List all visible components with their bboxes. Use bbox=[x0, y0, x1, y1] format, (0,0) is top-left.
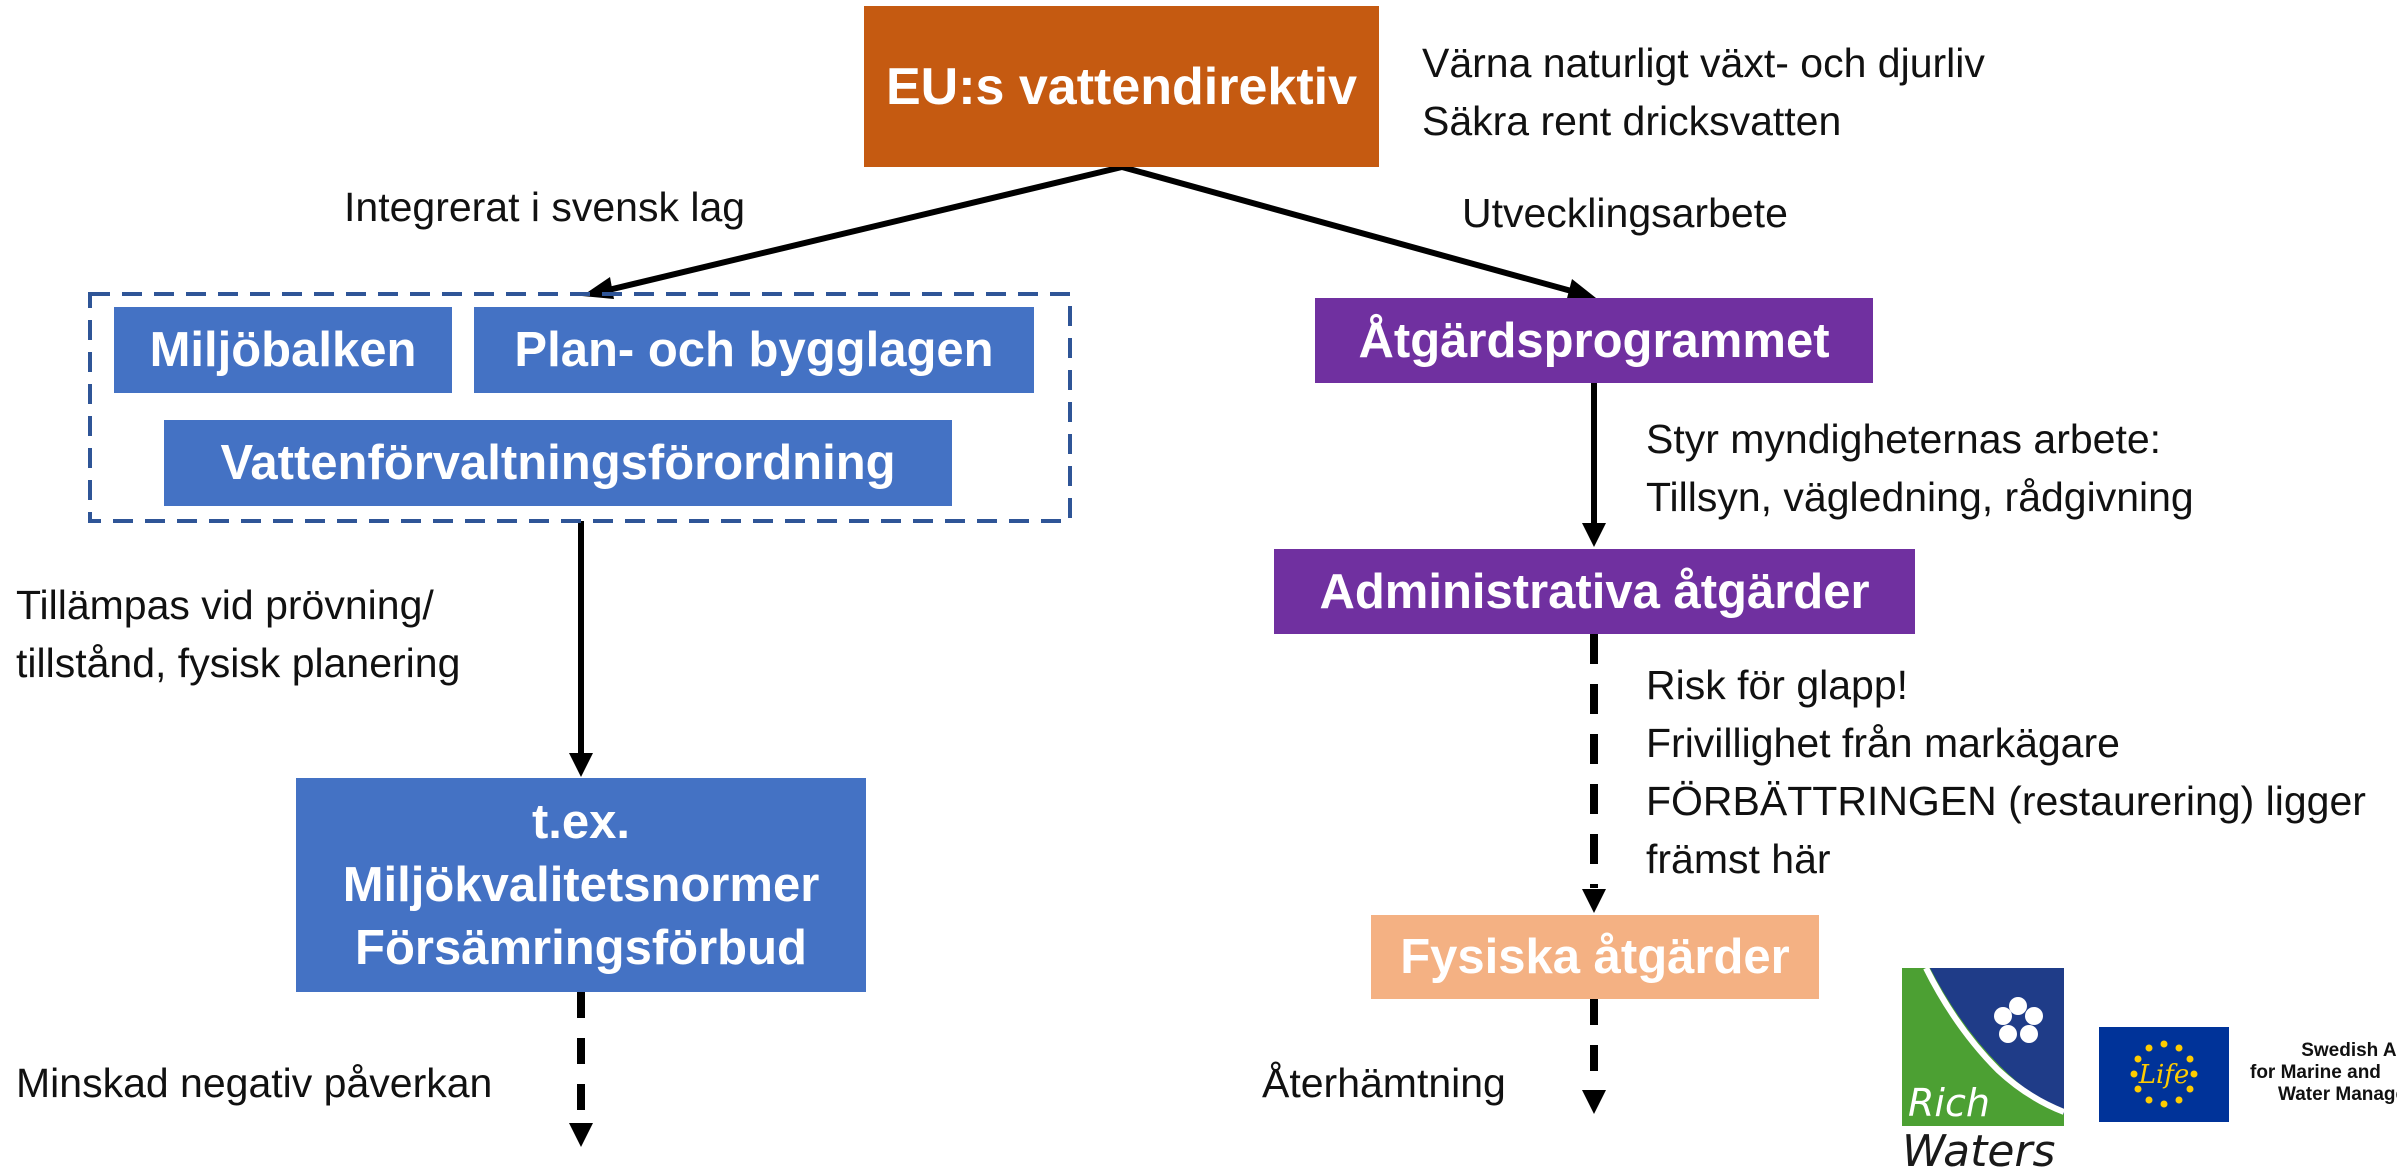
vattenforvaltningsforordning-label: Vattenförvaltningsförordning bbox=[220, 436, 896, 490]
gap-line: Frivillighet från markägare bbox=[1646, 720, 2120, 766]
fysiska-atgarder-label: Fysiska åtgärder bbox=[1400, 930, 1790, 984]
steer-line: Styr myndigheternas arbete: bbox=[1646, 416, 2162, 462]
gap-line: FÖRBÄTTRINGEN (restaurering) ligger bbox=[1646, 778, 2366, 824]
gap-line: främst här bbox=[1646, 836, 1831, 882]
goal-line: Säkra rent dricksvatten bbox=[1422, 98, 1842, 144]
arrow-eu-to-program bbox=[1121, 164, 1596, 302]
administrativa-atgarder-label: Administrativa åtgärder bbox=[1319, 564, 1870, 619]
plan-och-bygglagen-box: Plan- och bygglagen bbox=[474, 307, 1034, 393]
eu-life-logo: Life bbox=[2099, 1027, 2229, 1122]
example-line: t.ex. bbox=[531, 794, 631, 849]
life-text: Life bbox=[2138, 1060, 2190, 1090]
arrow-admin-to-physical bbox=[1582, 634, 1606, 913]
miljobalken-box: Miljöbalken bbox=[114, 307, 452, 393]
right-branch-label: Utvecklingsarbete bbox=[1462, 190, 1788, 236]
flower-icon bbox=[1994, 997, 2043, 1043]
right-outcome-label: Återhämtning bbox=[1262, 1060, 1506, 1106]
arrow-physical-outcome bbox=[1582, 999, 1606, 1114]
agency-line: Water Management bbox=[2278, 1084, 2397, 1105]
apply-line: tillstånd, fysisk planering bbox=[16, 640, 461, 686]
agency-name: Swedish Agency for Marine and Water Mana… bbox=[2250, 1040, 2397, 1106]
laws-dashed-frame bbox=[88, 292, 1072, 523]
atgardsprogrammet-box: Åtgärdsprogrammet bbox=[1315, 298, 1873, 383]
vattenforvaltningsforordning-box: Vattenförvaltningsförordning bbox=[164, 420, 952, 506]
apply-line: Tillämpas vid prövning/ bbox=[16, 582, 434, 628]
rich-waters-emblem: Rich Waters bbox=[1902, 966, 2066, 1176]
steer-label: Styr myndigheternas arbete: Tillsyn, väg… bbox=[1646, 410, 2194, 526]
logo-rich-text: Rich bbox=[1908, 1081, 1990, 1125]
administrativa-atgarder-box: Administrativa åtgärder bbox=[1274, 549, 1915, 634]
steer-line: Tillsyn, vägledning, rådgivning bbox=[1646, 474, 2194, 520]
arrow-program-to-admin bbox=[1582, 383, 1606, 547]
eu-water-directive-title: EU:s vattendirektiv bbox=[885, 57, 1358, 116]
atgardsprogrammet-label: Åtgärdsprogrammet bbox=[1358, 313, 1830, 368]
eu-stars-icon bbox=[2130, 1040, 2198, 1108]
fysiska-atgarder-box: Fysiska åtgärder bbox=[1371, 915, 1819, 999]
agency-line: for Marine and bbox=[2250, 1062, 2381, 1083]
gap-notes: Risk för glapp! Frivillighet från markäg… bbox=[1646, 656, 2366, 888]
left-outcome-label: Minskad negativ påverkan bbox=[16, 1060, 493, 1106]
goal-line: Värna naturligt växt- och djurliv bbox=[1422, 40, 1985, 86]
eu-flag-emblem: Life bbox=[2099, 1027, 2229, 1122]
arrow-laws-to-example bbox=[569, 521, 593, 777]
miljobalken-label: Miljöbalken bbox=[149, 323, 417, 377]
plan-och-bygglagen-label: Plan- och bygglagen bbox=[514, 323, 994, 377]
example-line: Miljökvalitetsnormer bbox=[342, 857, 820, 912]
apply-label: Tillämpas vid prövning/ tillstånd, fysis… bbox=[16, 576, 460, 692]
gap-line: Risk för glapp! bbox=[1646, 662, 1909, 708]
arrow-example-outcome bbox=[569, 992, 593, 1147]
eu-goals: Värna naturligt växt- och djurliv Säkra … bbox=[1422, 34, 1985, 150]
agency-line: Swedish Agency bbox=[2301, 1040, 2397, 1061]
eu-water-directive-box: EU:s vattendirektiv bbox=[864, 6, 1379, 167]
example-line: Försämringsförbud bbox=[355, 920, 807, 975]
left-branch-label: Integrerat i svensk lag bbox=[344, 184, 746, 230]
example-box: t.ex. Miljökvalitetsnormer Försämringsfö… bbox=[296, 778, 866, 992]
logo-waters-text: Waters bbox=[1902, 1126, 2055, 1171]
rich-waters-logo: Rich Waters bbox=[1900, 966, 2066, 1176]
